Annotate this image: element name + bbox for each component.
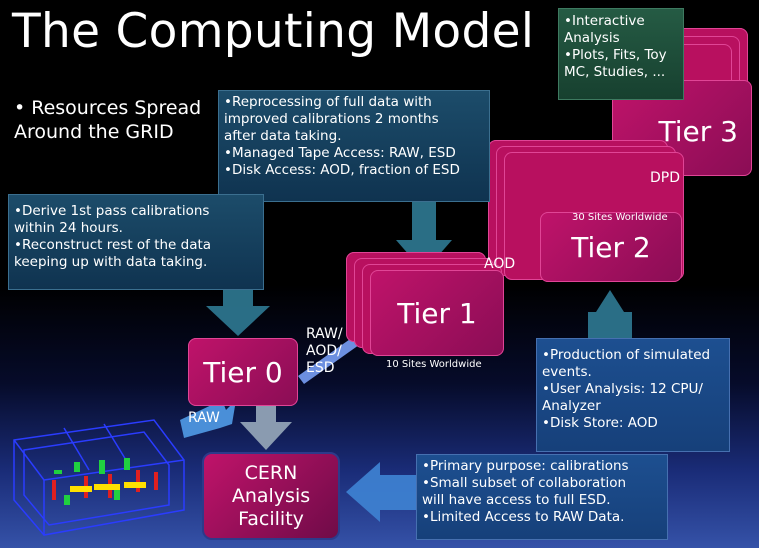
tier2-info-line: •User Analysis: 12 CPU/ (542, 381, 703, 397)
tier2-block: Tier 2 (540, 212, 682, 282)
cern-label-line: Facility (238, 507, 304, 530)
tier1-info-box: •Reprocessing of full data with improved… (218, 90, 490, 202)
tier1-info-line: •Managed Tape Access: RAW, ESD (224, 145, 456, 161)
tier2-info-line: Analyzer (542, 398, 601, 414)
tier1-sites: 10 Sites Worldwide (386, 359, 482, 370)
flow-label-line: RAW/ (306, 326, 343, 342)
flow-label-raw-aod-esd: RAW/ AOD/ ESD (306, 326, 343, 377)
arrow-down-cern (240, 404, 292, 450)
flow-label-line: ESD (306, 360, 335, 376)
tier0-label: Tier 0 (203, 355, 283, 389)
tier3-info-line: •Plots, Fits, Toy (564, 47, 667, 63)
tier1-label: Tier 1 (397, 296, 477, 330)
tier1-info-line: •Disk Access: AOD, fraction of ESD (224, 162, 460, 178)
tier1-info-line: improved calibrations 2 months (224, 111, 439, 127)
flow-label-line: AOD/ (306, 343, 342, 359)
page-title: The Computing Model (12, 4, 535, 59)
cern-label-line: Analysis (231, 484, 311, 507)
cern-analysis-facility: CERN Analysis Facility (202, 452, 340, 540)
tier2-info-line: •Production of simulated (542, 347, 711, 363)
cern-info-line: •Limited Access to RAW Data. (422, 509, 625, 525)
tier3-info-line: •Interactive (564, 13, 645, 29)
arrow-tier0-tier1 (298, 332, 366, 384)
tier0-block: Tier 0 (188, 338, 298, 406)
tier0-info-line: keeping up with data taking. (14, 254, 208, 270)
tier1-info-line: after data taking. (224, 128, 342, 144)
tier0-info-line: •Reconstruct rest of the data (14, 237, 212, 253)
tier0-info-line: within 24 hours. (14, 220, 123, 236)
tier3-info-line: MC, Studies, ... (564, 64, 666, 80)
tier2-info-line: •Disk Store: AOD (542, 415, 658, 431)
tier0-info-box: •Derive 1st pass calibrations within 24 … (8, 194, 264, 290)
tier3-label: Tier 3 (658, 115, 738, 148)
cern-info-line: will have access to full ESD. (422, 492, 611, 508)
tier2-sites: 30 Sites Worldwide (572, 212, 668, 223)
arrow-up-tier2 (588, 290, 632, 338)
tier2-label: Tier 2 (571, 230, 651, 264)
arrow-down-tier0 (206, 290, 270, 336)
cern-info-box: •Primary purpose: calibrations •Small su… (416, 454, 668, 540)
flow-label-aod: AOD (484, 256, 516, 272)
tier1-block: Tier 1 (370, 270, 504, 356)
tier1-info-line: •Reprocessing of full data with (224, 94, 432, 110)
tier2-info-line: events. (542, 364, 592, 380)
tier3-info-line: Analysis (564, 30, 620, 46)
intro-bullet: • Resources Spread Around the GRID (14, 97, 202, 143)
arrow-left-cern (346, 462, 418, 522)
cern-label-line: CERN (244, 461, 298, 484)
tier0-info-line: •Derive 1st pass calibrations (14, 203, 210, 219)
arrow-raw (180, 400, 236, 438)
cern-info-line: •Primary purpose: calibrations (422, 458, 629, 474)
flow-label-raw: RAW (188, 410, 220, 426)
cern-info-line: •Small subset of collaboration (422, 475, 627, 491)
flow-label-dpd: DPD (650, 170, 681, 186)
tier2-info-box: •Production of simulated events. •User A… (536, 338, 730, 452)
tier3-info-box: •Interactive Analysis •Plots, Fits, Toy … (558, 8, 684, 100)
detector-illustration (13, 419, 185, 536)
